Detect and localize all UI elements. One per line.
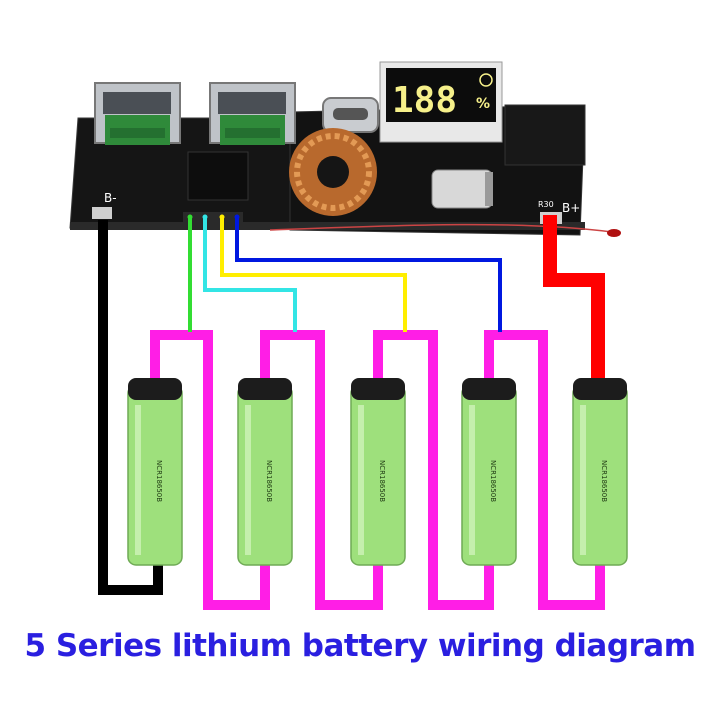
balance-wire-4 [235, 218, 502, 332]
pcb-chip-area [504, 104, 586, 166]
battery-cell-1: NCR18650B [127, 378, 183, 566]
battery-pack: NCR18650B NCR18650B NCR18650B NCR18650B NCR1… [127, 378, 628, 566]
seven-segment-display: 188 % [379, 61, 503, 143]
inductor-block [187, 151, 249, 201]
battery-model-label: NCR18650B [600, 460, 608, 502]
battery-cap [573, 378, 627, 400]
battery-highlight [135, 405, 141, 555]
usb-port-2 [209, 82, 296, 145]
battery-cap [462, 378, 516, 400]
battery-cell-5: NCR18650B [572, 378, 628, 566]
series-wire-1 [150, 330, 270, 610]
charge-icon [479, 73, 493, 87]
battery-highlight [580, 405, 586, 555]
battery-cell-2: NCR18650B [237, 378, 293, 566]
temp-sensor-wire [269, 223, 613, 233]
display-digits: 188 [392, 80, 457, 121]
diagram-caption: 5 Series lithium battery wiring diagram [24, 628, 696, 664]
battery-model-label: NCR18650B [265, 460, 273, 502]
series-wire-2 [260, 330, 383, 610]
battery-cell-4: NCR18650B [461, 378, 517, 566]
resistor-label: R30 [538, 200, 554, 209]
pcb-board: 188 % B- B+ R30 [69, 61, 621, 237]
battery-cell-3: NCR18650B [350, 378, 406, 566]
battery-cap [351, 378, 405, 400]
series-wire-3 [373, 330, 494, 610]
positive-terminal-label: B+ [562, 201, 580, 215]
positive-wire [543, 215, 605, 382]
balance-wire-3 [220, 218, 407, 332]
battery-cap [128, 378, 182, 400]
battery-highlight [469, 405, 475, 555]
negative-pad [92, 207, 112, 219]
capacitor [431, 169, 493, 209]
display-unit: % [476, 96, 490, 112]
balance-wire-2 [203, 218, 297, 332]
temp-sensor-tip [607, 229, 621, 237]
battery-highlight [358, 405, 364, 555]
battery-model-label: NCR18650B [155, 460, 163, 502]
battery-cap [238, 378, 292, 400]
negative-wire [98, 220, 163, 595]
battery-highlight [245, 405, 251, 555]
wires [98, 215, 605, 610]
battery-model-label: NCR18650B [378, 460, 386, 502]
usb-port-1 [94, 82, 181, 145]
toroid-coil [289, 128, 377, 216]
negative-terminal-label: B- [104, 191, 117, 205]
battery-model-label: NCR18650B [489, 460, 497, 502]
series-wire-4 [484, 330, 605, 610]
usb-c-port [322, 97, 379, 133]
